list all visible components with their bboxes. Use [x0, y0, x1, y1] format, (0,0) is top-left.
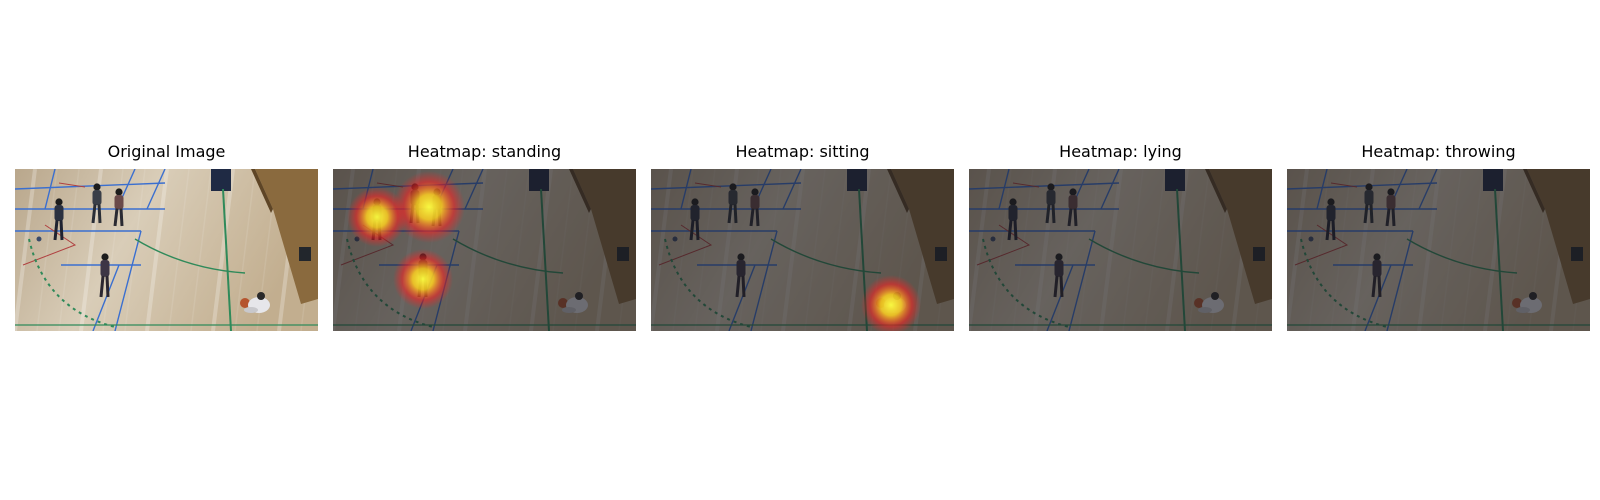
panel-title: Heatmap: standing — [407, 142, 562, 161]
heat-spot — [393, 171, 465, 243]
dim-overlay — [969, 169, 1272, 331]
heat-spot — [393, 249, 453, 309]
court-lines — [15, 169, 318, 331]
person — [53, 198, 64, 241]
person — [99, 253, 110, 298]
heat-spot — [347, 187, 407, 247]
panel-heatmap-lying: Heatmap: lying — [969, 0, 1272, 500]
person — [244, 292, 270, 313]
panel-heatmap-throwing: Heatmap: throwing — [1287, 0, 1590, 500]
panel-title: Heatmap: sitting — [735, 142, 870, 161]
ball — [240, 298, 250, 308]
panel-title: Heatmap: lying — [1059, 142, 1182, 161]
person — [91, 183, 102, 224]
panel-title: Original Image — [107, 142, 226, 161]
heatmap-lying-image — [969, 169, 1272, 331]
equipment — [211, 169, 231, 191]
panel-heatmap-standing: Heatmap: standing — [333, 0, 636, 500]
people — [53, 183, 270, 313]
heatmap-sitting-image — [651, 169, 954, 331]
heat-spot — [861, 275, 921, 331]
dim-overlay — [1287, 169, 1590, 331]
person — [113, 188, 124, 227]
wall — [255, 169, 318, 304]
panel-heatmap-sitting: Heatmap: sitting — [651, 0, 954, 500]
ball — [36, 236, 42, 242]
panel-original: Original Image — [15, 0, 318, 500]
heatmap-standing-image — [333, 169, 636, 331]
panel-title: Heatmap: throwing — [1361, 142, 1516, 161]
original-image — [15, 169, 318, 331]
heatmap-throwing-image — [1287, 169, 1590, 331]
